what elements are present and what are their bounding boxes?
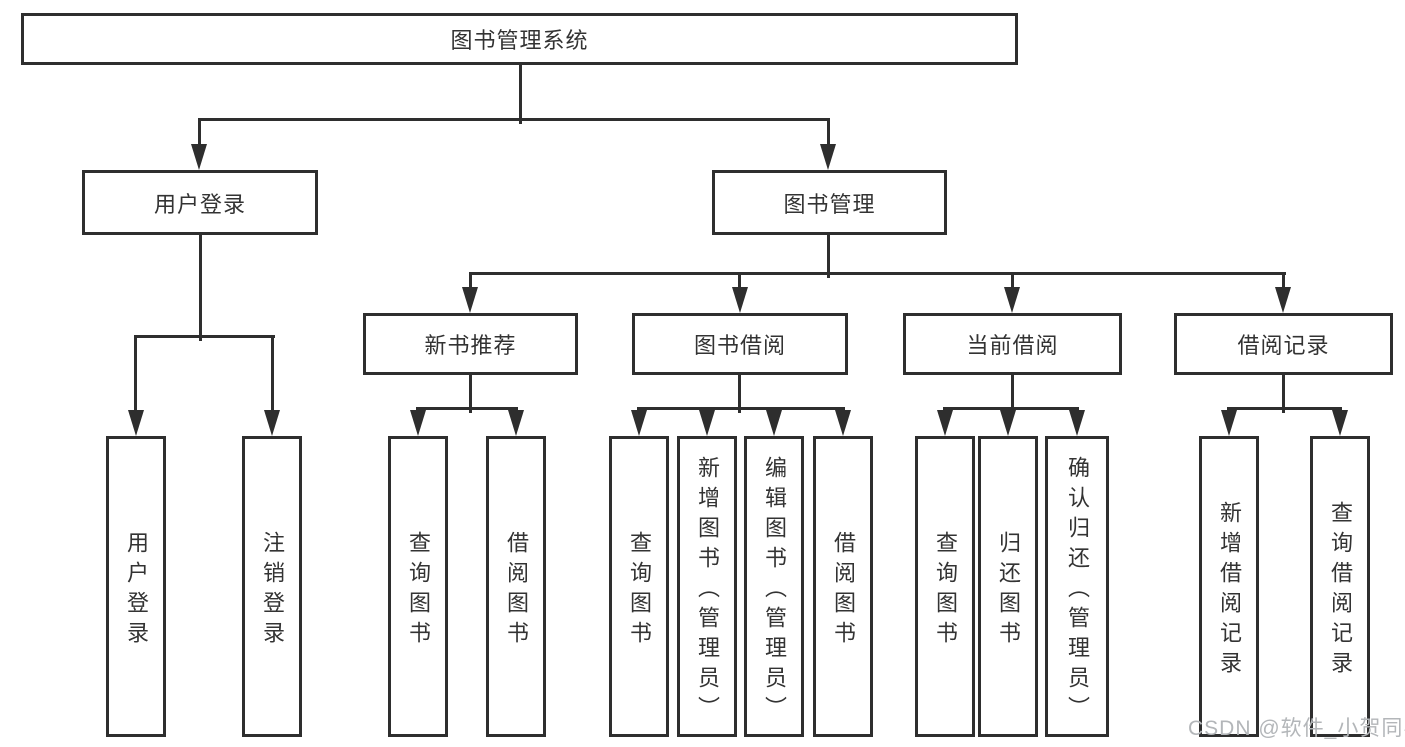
- arrow-down-icon: [937, 410, 953, 436]
- leaf-label: 新增借阅记录: [1217, 500, 1242, 681]
- arrow-down-icon: [699, 410, 715, 436]
- node-label: 借阅记录: [1237, 333, 1330, 358]
- connector-line: [738, 272, 741, 291]
- leaf-query-borrow-record: 查询借阅记录: [1310, 436, 1370, 737]
- leaf-user-login: 用户登录: [106, 436, 166, 737]
- connector-line: [1282, 272, 1285, 291]
- connector-line: [1011, 272, 1014, 291]
- connector-line: [1011, 375, 1014, 413]
- arrow-down-icon: [508, 410, 524, 436]
- leaf-label: 归还图书: [996, 530, 1021, 651]
- leaf-add-borrow-record: 新增借阅记录: [1199, 436, 1259, 737]
- arrow-down-icon: [462, 287, 478, 313]
- arrow-down-icon: [1275, 287, 1291, 313]
- arrow-down-icon: [191, 144, 207, 170]
- leaf-label: 查询图书: [627, 530, 652, 651]
- leaf-return-books: 归还图书: [978, 436, 1038, 737]
- node-borrowing-records: 借阅记录: [1174, 313, 1393, 375]
- connector-line: [827, 118, 830, 148]
- leaf-add-books-admin: 新增图书（管理员）: [677, 436, 737, 737]
- node-label: 图书借阅: [693, 333, 786, 358]
- node-label: 新书推荐: [424, 333, 517, 358]
- arrow-down-icon: [766, 410, 782, 436]
- node-user-login: 用户登录: [82, 170, 318, 235]
- leaf-edit-books-admin: 编辑图书（管理员）: [744, 436, 804, 737]
- node-book-management: 图书管理: [712, 170, 947, 235]
- connector-line: [416, 407, 518, 410]
- arrow-down-icon: [1221, 410, 1237, 436]
- node-current-borrowing: 当前借阅: [903, 313, 1122, 375]
- watermark: CSDN @软件_小贺同学: [1188, 717, 1405, 740]
- connector-line: [469, 375, 472, 413]
- connector-line: [469, 272, 1286, 275]
- arrow-down-icon: [1332, 410, 1348, 436]
- arrow-down-icon: [410, 410, 426, 436]
- arrow-down-icon: [820, 144, 836, 170]
- connector-line: [943, 407, 1079, 410]
- leaf-label: 编辑图书（管理员）: [762, 455, 787, 726]
- leaf-borrow-books-borrowing: 借阅图书: [813, 436, 873, 737]
- leaf-label: 查询借阅记录: [1328, 500, 1353, 681]
- connector-line: [469, 272, 472, 291]
- leaf-query-books-borrowing: 查询图书: [609, 436, 669, 737]
- arrow-down-icon: [1069, 410, 1085, 436]
- arrow-down-icon: [732, 287, 748, 313]
- leaf-confirm-return-admin: 确认归还（管理员）: [1045, 436, 1109, 737]
- connector-line: [519, 65, 522, 124]
- node-new-book-recommendation: 新书推荐: [363, 313, 578, 375]
- connector-line: [198, 118, 201, 148]
- leaf-query-books-recommend: 查询图书: [388, 436, 448, 737]
- arrow-down-icon: [1000, 410, 1016, 436]
- arrow-down-icon: [835, 410, 851, 436]
- leaf-label: 新增图书（管理员）: [695, 455, 720, 726]
- leaf-label: 借阅图书: [504, 530, 529, 651]
- node-label: 用户登录: [153, 191, 246, 217]
- leaf-label: 用户登录: [124, 530, 149, 651]
- leaf-borrow-books-recommend: 借阅图书: [486, 436, 546, 737]
- connector-line: [1227, 407, 1342, 410]
- leaf-logout: 注销登录: [242, 436, 302, 737]
- connector-line: [199, 235, 202, 341]
- leaf-label: 查询图书: [933, 530, 958, 651]
- arrow-down-icon: [264, 410, 280, 436]
- arrow-down-icon: [1004, 287, 1020, 313]
- connector-line: [134, 335, 137, 413]
- node-label: 图书管理系统: [450, 28, 589, 53]
- connector-line: [1282, 375, 1285, 413]
- connector-line: [637, 407, 845, 410]
- connector-line: [827, 235, 830, 278]
- node-label: 图书管理: [783, 191, 876, 217]
- leaf-label: 确认归还（管理员）: [1065, 455, 1090, 726]
- node-label: 当前借阅: [966, 333, 1059, 358]
- connector-line: [198, 118, 830, 121]
- leaf-label: 注销登录: [260, 530, 285, 651]
- arrow-down-icon: [128, 410, 144, 436]
- connector-line: [134, 335, 275, 338]
- arrow-down-icon: [631, 410, 647, 436]
- connector-line: [738, 375, 741, 413]
- leaf-label: 借阅图书: [831, 530, 856, 651]
- node-book-borrowing: 图书借阅: [632, 313, 848, 375]
- connector-line: [271, 335, 274, 413]
- leaf-query-books-current: 查询图书: [915, 436, 975, 737]
- leaf-label: 查询图书: [406, 530, 431, 651]
- node-library-management-system: 图书管理系统: [21, 13, 1018, 65]
